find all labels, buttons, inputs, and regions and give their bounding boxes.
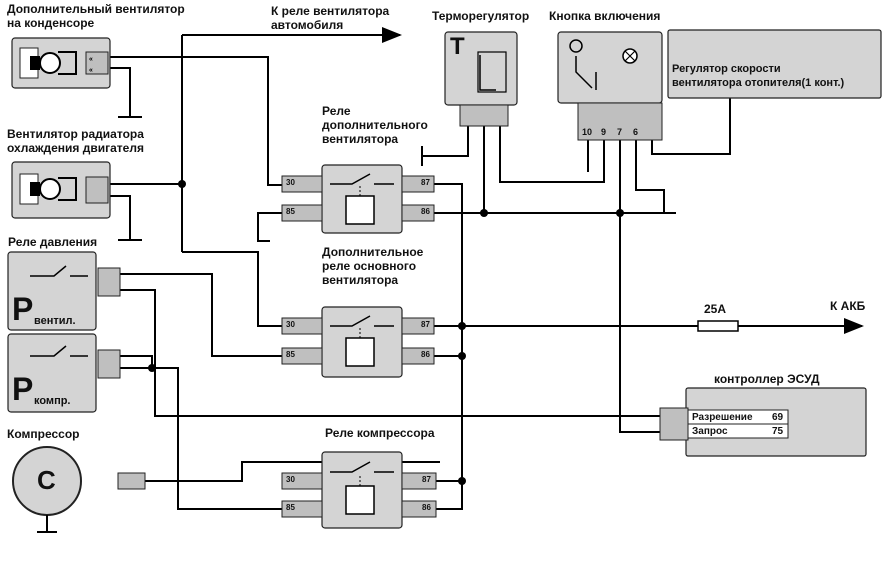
relay-main-fan	[281, 306, 435, 378]
pin-85: 85	[286, 350, 295, 359]
battery-label: К АКБ	[830, 299, 866, 313]
pin-86: 86	[421, 207, 430, 216]
thermostat-label: Терморегулятор	[432, 9, 530, 23]
pin-30: 30	[286, 320, 295, 329]
pin-87: 87	[421, 320, 430, 329]
relay-compressor	[281, 451, 437, 529]
relay-additional-fan	[281, 164, 435, 234]
pressure-relay-fan	[7, 251, 121, 331]
pressure-fan-caption: вентил.	[34, 315, 76, 327]
ecu-label: контроллер ЭСУД	[714, 372, 820, 386]
relay-compressor-label: Реле компрессора	[325, 426, 435, 440]
switch-pin-10: 10	[582, 127, 593, 137]
power-switch	[557, 31, 663, 141]
ecu-row-request: Запрос	[692, 426, 728, 437]
thermostat-symbol: T	[450, 33, 465, 60]
condenser-fan: ««	[11, 37, 111, 89]
junction-dots	[148, 180, 624, 485]
pin-30: 30	[286, 475, 295, 484]
switch-pin-9: 9	[601, 127, 607, 137]
thermostat	[444, 31, 518, 127]
pin-85: 85	[286, 207, 295, 216]
switch-pin-6: 6	[633, 127, 639, 137]
pin-86: 86	[422, 503, 431, 512]
ecu-pin-75: 75	[772, 426, 784, 437]
pin-87: 87	[422, 475, 431, 484]
ecu-row-permission: Разрешение	[692, 412, 753, 423]
svg-text:«: «	[89, 67, 93, 74]
heater-speed-regulator	[667, 29, 882, 99]
pressure-fan-symbol: P	[12, 291, 34, 327]
pressure-relay-comp	[7, 333, 121, 413]
ecu-pin-69: 69	[772, 412, 784, 423]
pin-87: 87	[421, 178, 430, 187]
pressure-comp-symbol: P	[12, 371, 34, 407]
compressor-symbol: C	[37, 465, 56, 495]
wires	[108, 27, 864, 510]
ecu-controller	[659, 387, 867, 457]
compressor	[12, 446, 146, 533]
switch-pin-7: 7	[617, 127, 623, 137]
fuse-label: 25А	[704, 302, 727, 316]
compressor-label: Компрессор	[7, 427, 80, 441]
pressure-comp-caption: компр.	[34, 395, 71, 407]
switch-label: Кнопка включения	[549, 9, 661, 23]
svg-text:«: «	[89, 56, 93, 63]
pressure-relay-label: Реле давления	[8, 235, 98, 249]
radiator-fan	[11, 161, 111, 219]
pin-85: 85	[286, 503, 295, 512]
pin-30: 30	[286, 178, 295, 187]
fuse	[697, 320, 739, 332]
pin-86: 86	[421, 350, 430, 359]
